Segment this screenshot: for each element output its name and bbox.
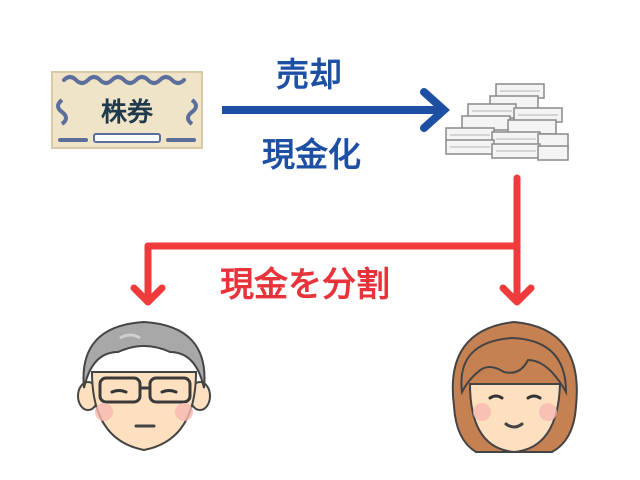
sell-arrow [222,88,450,132]
split-cash-label: 現金を分割 [220,265,390,305]
money-stack-icon [445,83,569,161]
cash-conversion-label: 現金化 [262,135,361,174]
woman-face-icon [451,320,578,454]
grandfather-face-icon [77,320,211,452]
stock-certificate-icon: 株券 [51,71,203,149]
split-arrows [130,174,535,306]
stock-certificate-label: 株券 [101,98,154,128]
sell-label: 売却 [276,55,342,94]
